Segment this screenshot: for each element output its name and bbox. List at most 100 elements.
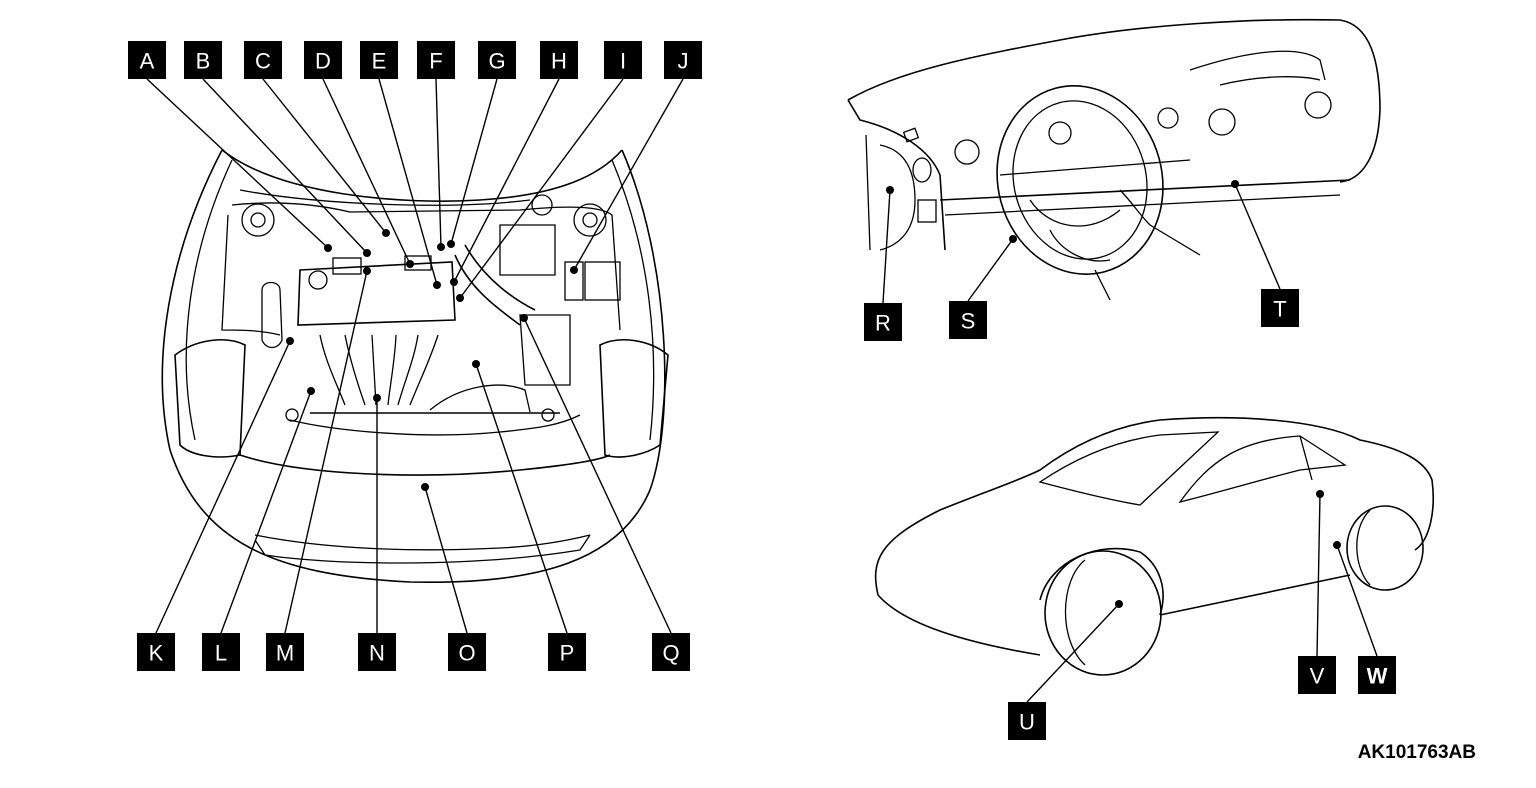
callout-box-g — [478, 41, 516, 79]
callout-letter-m: M — [276, 641, 294, 666]
callout-label-r: R — [864, 303, 902, 341]
leader-lines — [146, 78, 1378, 703]
callout-box-a — [128, 41, 166, 79]
callout-box-c — [244, 41, 282, 79]
callout-letter-u: U — [1019, 710, 1035, 735]
callout-label-u: U — [1008, 702, 1046, 740]
pointer-dot-m — [363, 267, 371, 275]
pointer-dot-s — [1009, 235, 1017, 243]
leader-line-d — [322, 78, 411, 265]
callout-letter-c: C — [255, 49, 271, 74]
leader-line-w — [1336, 544, 1378, 657]
callout-box-f — [417, 41, 455, 79]
callout-letter-a: A — [140, 49, 155, 74]
callout-letter-d: D — [315, 49, 331, 74]
pointer-dot-w — [1333, 541, 1341, 549]
callout-letter-r: R — [875, 311, 891, 336]
callout-label-e: E — [360, 41, 398, 79]
callout-letter-o: O — [458, 641, 475, 666]
callout-box-p — [548, 633, 586, 671]
pointer-dot-q — [520, 314, 528, 322]
callout-box-b — [184, 41, 222, 79]
pointer-dot-c — [382, 229, 390, 237]
callout-letter-f: F — [429, 49, 442, 74]
callout-letter-g: G — [488, 49, 505, 74]
callout-letter-p: P — [560, 641, 575, 666]
callout-label-v: V — [1298, 656, 1336, 694]
callout-box-m — [266, 633, 304, 671]
callout-label-j: J — [664, 41, 702, 79]
pointer-dot-v — [1316, 490, 1324, 498]
pointer-dot-h — [450, 278, 458, 286]
callout-box-o — [448, 633, 486, 671]
pointer-dot-b — [363, 249, 371, 257]
dashboard-drawing — [847, 18, 1381, 301]
callout-label-a: A — [128, 41, 166, 79]
callout-label-w: W — [1358, 656, 1396, 694]
leader-line-e — [378, 78, 438, 286]
callout-label-n: N — [358, 633, 396, 671]
callout-box-r — [864, 303, 902, 341]
callout-box-s — [949, 301, 987, 339]
callout-box-n — [358, 633, 396, 671]
callout-letter-n: N — [369, 641, 385, 666]
leader-line-o — [424, 486, 468, 634]
leader-line-q — [523, 317, 672, 634]
pointer-dot-k — [286, 337, 294, 345]
pointer-dot-p — [472, 360, 480, 368]
leader-line-l — [220, 390, 312, 634]
pointer-dot-n — [373, 394, 381, 402]
leader-line-t — [1234, 183, 1281, 290]
pointer-dot-d — [406, 260, 414, 268]
leader-line-r — [882, 189, 891, 304]
pointer-dot-e — [433, 281, 441, 289]
callout-box-t — [1261, 289, 1299, 327]
leader-line-f — [435, 78, 442, 248]
callout-letter-k: K — [149, 641, 164, 666]
pointer-dot-a — [324, 244, 332, 252]
leader-line-g — [450, 78, 498, 245]
callout-label-p: P — [548, 633, 586, 671]
callout-letter-i: I — [620, 49, 626, 74]
callout-label-g: G — [478, 41, 516, 79]
callout-letter-e: E — [372, 49, 387, 74]
leader-line-a — [146, 78, 329, 249]
callout-box-i — [604, 41, 642, 79]
callout-letter-j: J — [678, 49, 689, 74]
callout-label-b: B — [184, 41, 222, 79]
callout-box-v — [1298, 656, 1336, 694]
callout-letter-b: B — [196, 49, 211, 74]
callout-label-i: I — [604, 41, 642, 79]
pointer-dot-u — [1115, 600, 1123, 608]
callout-letter-s: S — [961, 309, 976, 334]
leader-line-k — [155, 340, 291, 634]
pointer-dot-r — [886, 186, 894, 194]
pointer-dot-g — [447, 240, 455, 248]
callout-letter-l: L — [215, 641, 227, 666]
callout-box-e — [360, 41, 398, 79]
callout-label-d: D — [304, 41, 342, 79]
leader-line-i — [459, 78, 624, 299]
callout-box-k — [137, 633, 175, 671]
callout-label-s: S — [949, 301, 987, 339]
callout-letter-h: H — [551, 49, 567, 74]
callout-box-u — [1008, 702, 1046, 740]
callout-letter-t: T — [1273, 297, 1286, 322]
callout-box-q — [652, 633, 690, 671]
pointer-dots — [286, 180, 1341, 608]
callout-box-w — [1358, 656, 1396, 694]
leader-line-v — [1316, 493, 1321, 657]
pointer-dot-o — [421, 483, 429, 491]
car-side-drawing — [874, 416, 1434, 676]
engine-bay-drawing — [161, 149, 669, 584]
leader-line-b — [202, 78, 368, 254]
leader-line-m — [284, 270, 368, 634]
callout-box-l — [202, 633, 240, 671]
leader-line-c — [262, 78, 387, 234]
pointer-dot-l — [307, 387, 315, 395]
callout-box-d — [304, 41, 342, 79]
callout-box-h — [540, 41, 578, 79]
callout-box-j — [664, 41, 702, 79]
callout-label-c: C — [244, 41, 282, 79]
